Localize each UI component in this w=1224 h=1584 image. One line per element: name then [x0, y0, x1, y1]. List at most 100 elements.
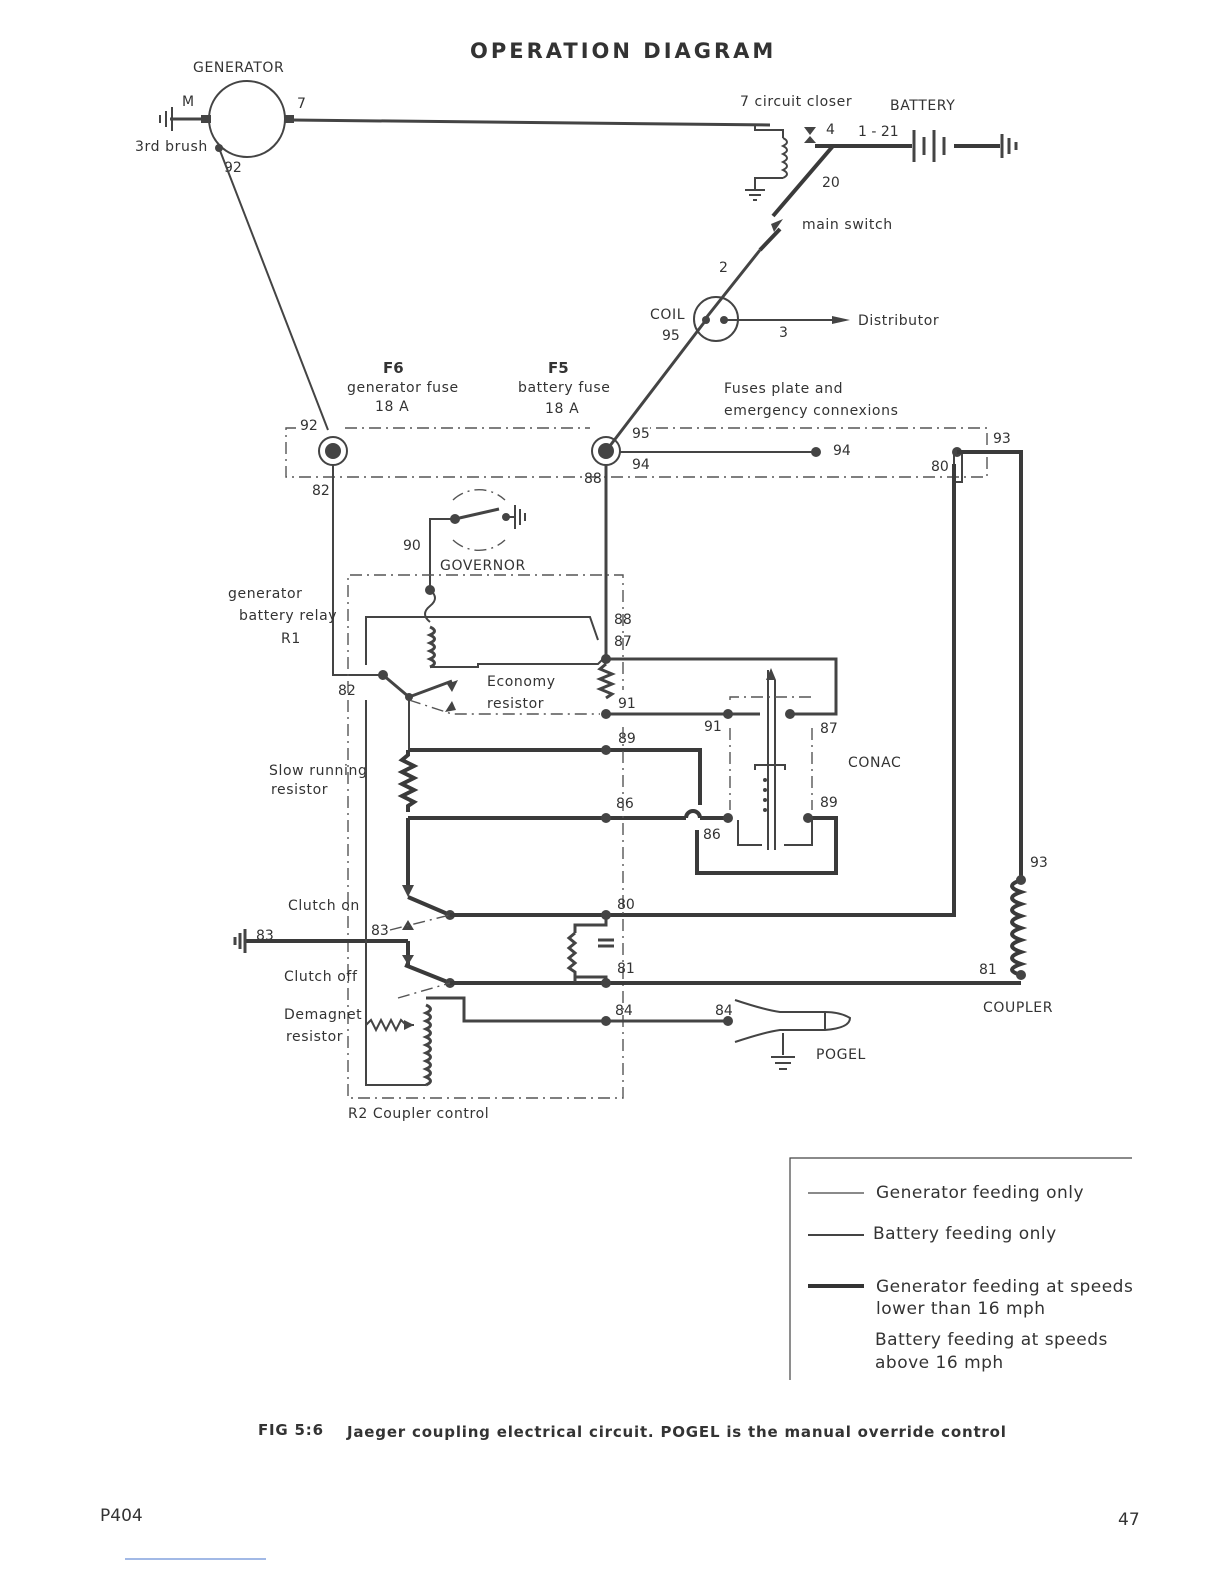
pogel-label: POGEL: [816, 1047, 866, 1063]
wire-80-feed: [606, 464, 956, 917]
wire-number-91-relay: 91: [618, 696, 636, 712]
wire-number-95-coil: 95: [662, 328, 680, 344]
governor-label: GOVERNOR: [440, 558, 526, 574]
relay-label-1: generator: [228, 586, 303, 602]
wire-number-4: 4: [826, 122, 835, 138]
legend-item-3-line1: Generator feeding at speeds: [876, 1277, 1133, 1297]
suppressor-symbol: [566, 915, 614, 983]
relay-r1-coil: [365, 585, 604, 669]
wire-number-86-conac: 86: [703, 827, 721, 843]
wire-number-81-relay: 81: [617, 961, 635, 977]
wire-number-2: 2: [719, 260, 728, 276]
wire-number-84-relay: 84: [615, 1003, 633, 1019]
generator-symbol: [159, 80, 294, 158]
coupler-label: COUPLER: [983, 1000, 1053, 1016]
wire-number-1-21: 1 - 21: [858, 124, 899, 140]
diagram-title: OPERATION DIAGRAM: [470, 39, 776, 63]
wire-82: [332, 465, 354, 676]
wire-number-81-coupler: 81: [979, 962, 997, 978]
pogel-symbol: [723, 999, 852, 1070]
conac-label: CONAC: [848, 755, 901, 771]
legend-item-1: Generator feeding only: [876, 1183, 1084, 1203]
legend-item-2: Battery feeding only: [873, 1224, 1057, 1244]
wire-number-87-relay: 87: [614, 634, 632, 650]
fuse-f6-terminal: [318, 436, 348, 466]
distributor-arrow-icon: [832, 316, 850, 324]
demagnet-resistor: [365, 1017, 414, 1033]
wire-number-20: 20: [822, 175, 840, 191]
wire-number-80-relay: 80: [617, 897, 635, 913]
wire-87: [606, 657, 838, 716]
distributor-label: Distributor: [858, 313, 939, 329]
wire-number-90: 90: [403, 538, 421, 554]
wire-number-94-end: 94: [833, 443, 851, 459]
wire-number-89-relay: 89: [618, 731, 636, 747]
battery-label: BATTERY: [890, 98, 955, 114]
battery-symbol: [912, 130, 1018, 162]
f5-rating: 18 A: [545, 401, 579, 417]
wire-20: [771, 144, 835, 218]
wire-number-82-relay: 82: [338, 683, 356, 699]
wire-number-87-conac: 87: [820, 721, 838, 737]
wire-number-91-conac: 91: [704, 719, 722, 735]
f5-label: F5: [548, 359, 569, 377]
fuses-plate-label-2: emergency connexions: [724, 403, 898, 419]
economy-label-2: resistor: [487, 696, 544, 712]
relay-r2-coil: [365, 700, 432, 1087]
wire-number-7: 7: [297, 96, 306, 112]
governor-symbol: [450, 489, 526, 551]
wire-93: [957, 450, 1023, 880]
fuse-f5-terminal: [591, 436, 621, 466]
wire-90: [429, 518, 455, 590]
generator-m-label: M: [182, 94, 194, 110]
fuse-plate-outline: [285, 427, 988, 478]
wire-95: [604, 319, 708, 452]
f5-desc: battery fuse: [518, 380, 610, 396]
wire-number-86-relay: 86: [616, 796, 634, 812]
ground-83-icon: [233, 929, 247, 953]
wire-84: [426, 996, 728, 1023]
clutch-on-label: Clutch on: [288, 898, 360, 914]
circuit-closer-symbol: [745, 125, 816, 201]
main-switch-label: main switch: [802, 217, 893, 233]
wire-number-88-relay: 88: [614, 612, 632, 628]
demagnet-label-2: resistor: [286, 1029, 343, 1045]
wire-number-89-conac: 89: [820, 795, 838, 811]
relay-r1-outline: [347, 574, 624, 693]
legend-item-4-line1: Battery feeding at speeds: [875, 1330, 1108, 1350]
wire-number-94-plate: 94: [632, 457, 650, 473]
coupler-coil: [1010, 875, 1028, 980]
f6-label: F6: [383, 359, 404, 377]
generator-label: GENERATOR: [193, 60, 284, 76]
demagnet-label-1: Demagnet: [284, 1007, 362, 1023]
wire-92: [218, 147, 329, 431]
wire-number-83-relay: 83: [371, 923, 389, 939]
figure-number: FIG 5:6: [258, 1421, 324, 1439]
page-code: P404: [100, 1506, 143, 1526]
coil-label: COIL: [650, 307, 685, 323]
f6-rating: 18 A: [375, 399, 409, 415]
wire-89: [408, 748, 702, 805]
legend-item-4-line2: above 16 mph: [875, 1353, 1004, 1373]
figure-caption: Jaeger coupling electrical circuit. POGE…: [346, 1423, 1007, 1441]
relay-label-3: R1: [281, 631, 301, 647]
clutch-off-label: Clutch off: [284, 969, 358, 985]
wire-number-80-plate: 80: [931, 459, 949, 475]
conac-symbol: [723, 668, 813, 850]
wire-number-93-coupler: 93: [1030, 855, 1048, 871]
main-switch-symbol: [758, 219, 783, 252]
wire-2: [704, 249, 762, 319]
wire-number-3: 3: [779, 325, 788, 341]
legend-item-3-line2: lower than 16 mph: [876, 1299, 1046, 1319]
coupler-control-label: R2 Coupler control: [348, 1106, 489, 1122]
f6-desc: generator fuse: [347, 380, 459, 396]
slow-running-resistor: [397, 750, 419, 812]
slow-running-label-1: Slow running: [269, 763, 367, 779]
wire-number-84-pogel: 84: [715, 1003, 733, 1019]
wire-number-93-plate: 93: [993, 431, 1011, 447]
fuses-plate-label-1: Fuses plate and: [724, 381, 843, 397]
wire-number-88-plate: 88: [584, 471, 602, 487]
economy-resistor: [596, 662, 616, 700]
relay-r2-outline: [347, 700, 624, 1099]
